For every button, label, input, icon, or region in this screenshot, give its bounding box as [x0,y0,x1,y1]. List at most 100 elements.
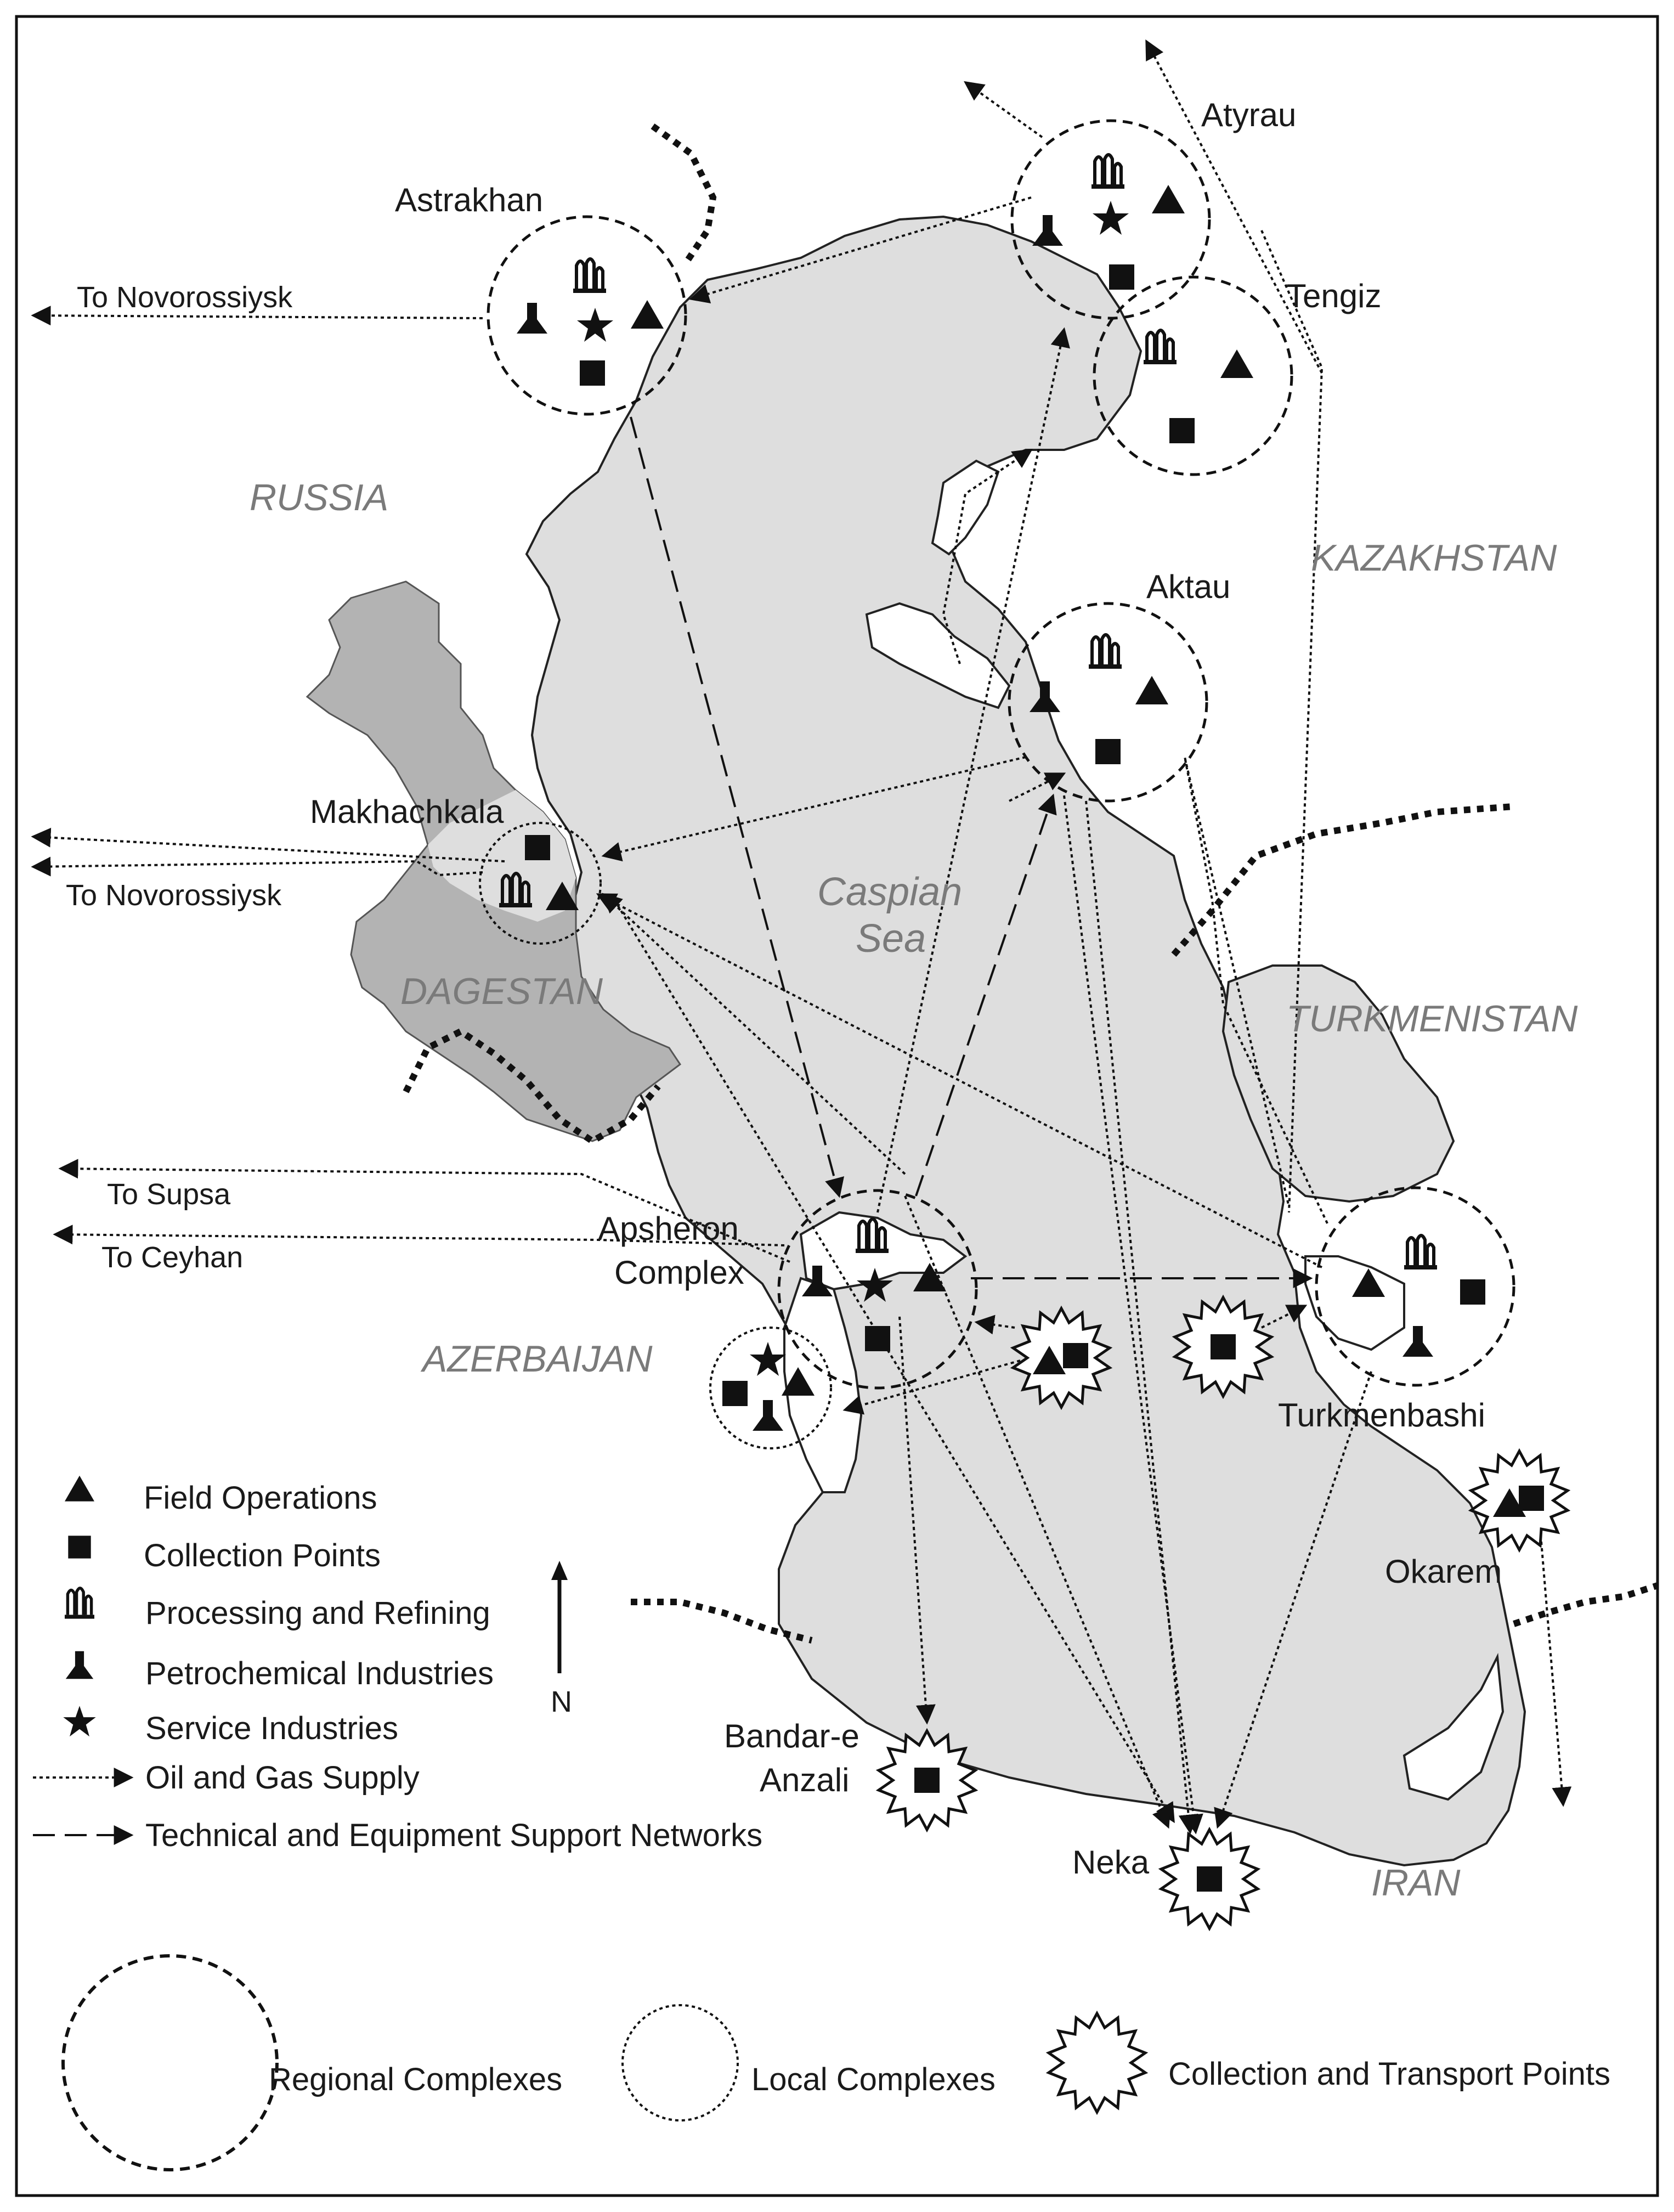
label-to-ceyhan: To Ceyhan [101,1241,243,1274]
technical-support-lines [630,416,1313,1288]
label-apsheron: Apsheron [598,1210,739,1247]
triangle-icon [1135,676,1168,704]
legend-field-operations: Field Operations [144,1480,377,1516]
label-russia: RUSSIA [250,477,388,518]
flask-icon [753,1400,783,1431]
local-complex-circles [479,822,832,1449]
star-icon [63,1706,96,1737]
north-arrow-icon: N [551,1561,572,1718]
label-tengiz: Tengiz [1286,278,1381,314]
label-to-supsa: To Supsa [107,1178,231,1211]
legend-collection-transport: Collection and Transport Points [1168,2056,1610,2092]
flask-icon [1032,215,1063,246]
makhachkala-complex-circle [479,822,602,945]
label-to-novorossiysk-mid: To Novorossiysk [66,879,282,912]
refinery-icon [65,1588,94,1619]
legend-regional-circle [61,1954,279,2171]
refinery-icon [1092,155,1124,189]
tengiz-symbols [1144,330,1253,443]
legend-collection-points: Collection Points [144,1538,381,1573]
square-icon [580,360,605,386]
refinery-icon [573,259,606,293]
aktau-complex-circle [1008,602,1208,803]
city-labels: Atyrau Astrakhan Tengiz Aktau Makhachkal… [310,97,1502,1881]
square-icon [1211,1334,1236,1359]
triangle-icon [1152,185,1185,213]
label-turkmenistan: TURKMENISTAN [1286,998,1578,1040]
north-label: N [551,1685,572,1718]
label-bandar: Bandar-e [724,1718,859,1754]
label-to-novorossiysk-top: To Novorossiysk [77,281,293,314]
astrakhan-symbols [517,259,664,386]
legend: Field Operations Collection Points Proce… [33,1475,1610,2171]
legend-processing-refining: Processing and Refining [145,1595,490,1631]
triangle-icon [631,300,664,329]
square-icon [68,1536,91,1559]
legend-petrochemical: Petrochemical Industries [145,1656,494,1691]
regional-complex-circles [487,119,1515,1390]
square-icon [1169,418,1195,443]
label-sea: Sea [856,917,926,961]
triangle-icon [65,1475,94,1502]
legend-regional-complexes: Regional Complexes [269,2062,562,2097]
legend-technical-support: Technical and Equipment Support Networks [145,1818,762,1853]
legend-service: Service Industries [145,1711,398,1746]
label-makhachkala: Makhachkala [310,793,504,830]
square-icon [1519,1486,1544,1511]
oil-gas-supply-lines [31,39,1572,1835]
label-astrakhan: Astrakhan [395,182,543,218]
label-okarem: Okarem [1385,1553,1502,1590]
sea-label: Caspian Sea [817,870,962,961]
turkmenbashi-complex-circle [1315,1186,1515,1387]
label-kazakhstan: KAZAKHSTAN [1311,537,1557,579]
international-borders [403,123,1659,1644]
label-caspian: Caspian [817,870,962,914]
label-anzali: Anzali [760,1762,849,1798]
square-icon [525,835,550,860]
flask-icon [517,303,547,334]
destination-labels: To Novorossiysk To Novorossiysk To Supsa… [66,281,293,1274]
square-icon [722,1381,748,1406]
square-icon [1063,1343,1088,1368]
astrakhan-complex-circle [487,215,687,416]
buzachi-peninsula [931,459,1000,556]
label-iran: IRAN [1371,1862,1461,1904]
label-dagestan: DAGESTAN [400,970,603,1012]
atyrau-complex-circle [1010,119,1211,320]
label-aktau: Aktau [1146,568,1230,605]
tengiz-complex-circle [1093,275,1293,476]
refinery-icon [1144,330,1177,364]
refinery-icon [1404,1235,1437,1269]
star-icon [1093,201,1129,235]
refinery-icon [1089,635,1122,669]
kara-bogaz-gol-shape [1221,964,1455,1203]
legend-oil-gas-supply: Oil and Gas Supply [145,1760,420,1796]
flask-icon [65,1651,94,1679]
star-icon [577,308,613,342]
square-icon [914,1768,940,1793]
transport-point-neka [1161,1830,1258,1928]
label-azerbaijan: AZERBAIJAN [420,1338,653,1380]
mangyshlak-peninsula [865,602,1011,709]
square-icon [1095,739,1121,764]
starburst-icon [1049,2013,1145,2112]
label-atyrau: Atyrau [1201,97,1296,133]
square-icon [865,1326,890,1351]
label-neka: Neka [1072,1844,1150,1881]
legend-local-complexes: Local Complexes [751,2062,996,2097]
country-labels: RUSSIA KAZAKHSTAN TURKMENISTAN DAGESTAN … [250,477,1578,1904]
map-frame [15,15,1659,2197]
azerbaijan-south-complex-circle [709,1327,832,1449]
legend-local-circle [621,2004,739,2121]
square-icon [1109,264,1134,290]
triangle-icon [1220,349,1253,378]
label-turkmenbashi: Turkmenbashi [1278,1397,1485,1434]
square-icon [1197,1866,1222,1892]
dagestan-sea-bulge [428,790,576,922]
gorgan-bay-spit [1402,1652,1505,1801]
apsheron-complex-circle [777,1189,978,1390]
label-complex: Complex [614,1254,744,1291]
square-icon [1460,1279,1485,1305]
turkmenbashi-gulf [1304,1255,1405,1351]
